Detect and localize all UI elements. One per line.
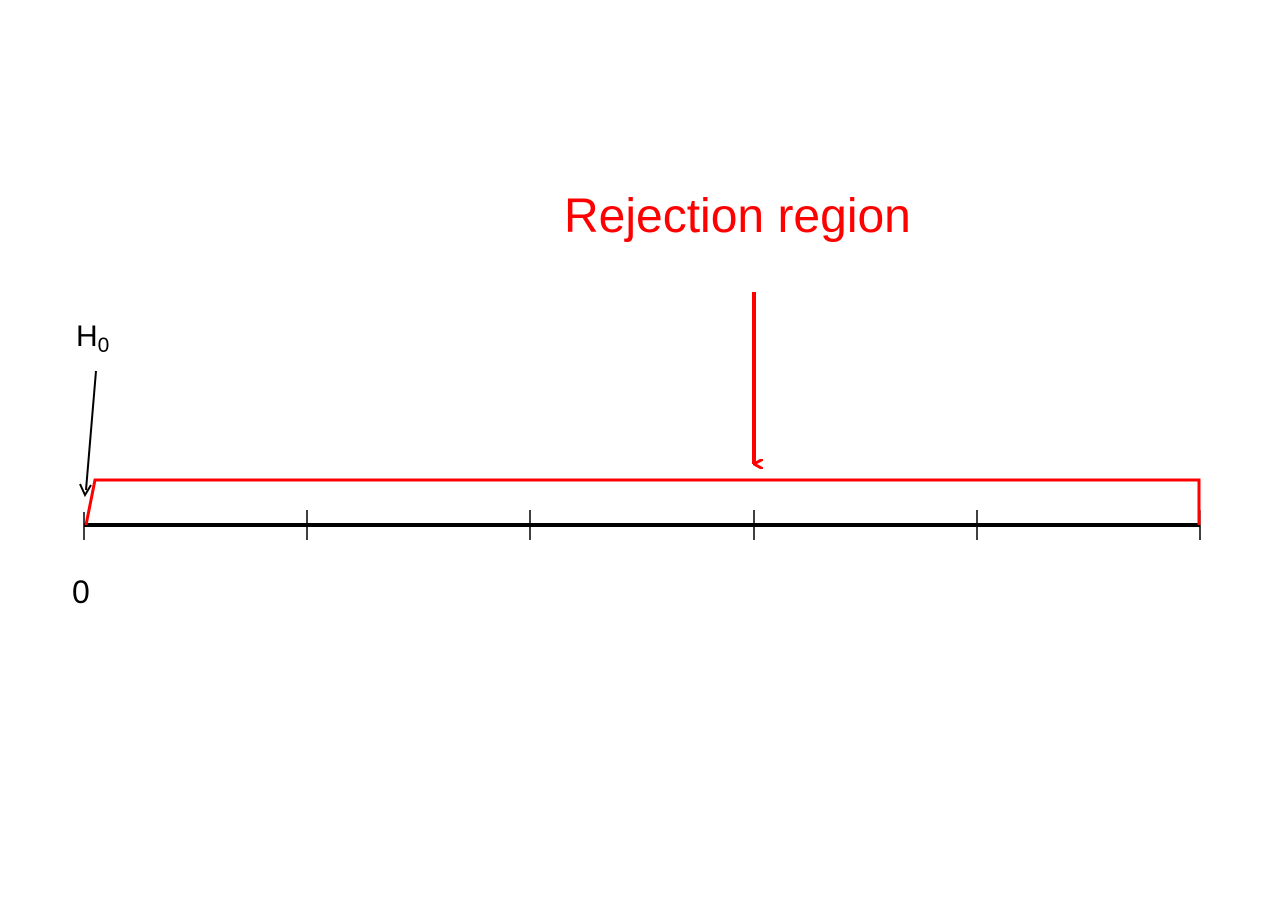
null-hypothesis-subscript: 0	[97, 334, 110, 357]
rejection-region-outline	[84, 478, 1201, 526]
rejection-region-label: Rejection region	[564, 190, 911, 243]
h0-arrowhead	[79, 483, 92, 498]
axis-origin-label: 0	[72, 574, 90, 610]
h0-arrow	[85, 370, 97, 491]
null-hypothesis-label: H0	[76, 320, 110, 357]
null-hypothesis-letter: H	[76, 320, 98, 353]
